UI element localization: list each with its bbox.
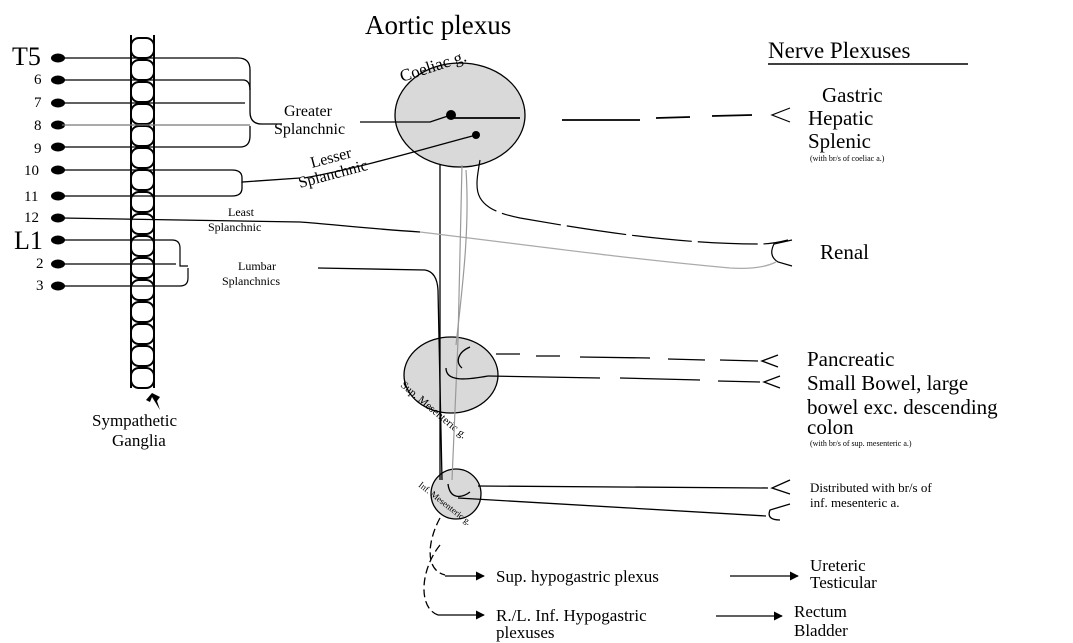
bladder-label: Bladder	[794, 621, 848, 640]
chain-ganglion-segment	[131, 236, 154, 256]
chain-ganglion-segment	[131, 126, 154, 146]
chain-ganglion-segment	[131, 82, 154, 102]
inf-mesenteric-distribution-line1: Distributed with br/s of	[810, 480, 932, 495]
coeliac-artery-note: (with br/s of coeliac a.)	[810, 154, 885, 163]
greater-splanchnic-label-line1: Greater	[284, 103, 333, 120]
target-hepatic: Hepatic	[808, 106, 873, 130]
level-label-9: 9	[34, 141, 42, 157]
sympathetic-chain	[131, 35, 154, 388]
chain-ganglion-segments	[131, 38, 154, 388]
lumbar-splanchnic-label-line2: Splanchnics	[222, 274, 280, 288]
inf-mesenteric-output-lines	[448, 480, 790, 520]
target-renal: Renal	[820, 240, 869, 264]
chain-ganglion-segment	[131, 324, 154, 344]
least-splanchnic-label-line1: Least	[228, 205, 255, 219]
target-gastric: Gastric	[822, 83, 883, 107]
level-label-T5: T5	[12, 42, 41, 71]
sympathetic-ganglia-label-line2: Ganglia	[112, 431, 166, 450]
chain-ganglion-segment	[131, 214, 154, 234]
level-label-2: 2	[36, 256, 44, 272]
testicular-label: Testicular	[810, 573, 877, 592]
lesser-splanchnic-bracket	[62, 170, 300, 196]
level-label-3: 3	[36, 278, 44, 294]
chain-ganglion-segment	[131, 302, 154, 322]
lumbar-splanchnic-label-line1: Lumbar	[238, 259, 276, 273]
level-label-11: 11	[24, 189, 38, 205]
target-small-bowel-line1: Small Bowel, large	[807, 371, 968, 395]
nerve-plexuses-heading: Nerve Plexuses	[768, 38, 968, 64]
chain-ganglion-segment	[131, 192, 154, 212]
least-splanchnic-label-line2: Splanchnic	[208, 220, 261, 234]
target-splenic: Splenic	[808, 129, 871, 153]
inf-hypogastric-label-line2: plexuses	[496, 623, 555, 642]
greater-splanchnic-bracket	[62, 58, 282, 147]
level-label-8: 8	[34, 118, 42, 134]
level-label-12: 12	[24, 210, 39, 226]
chain-ganglion-segment	[131, 368, 154, 388]
lumbar-splanchnic-bracket	[62, 240, 188, 286]
ganglia-pointer-arrow	[146, 393, 160, 410]
least-splanchnic-to-renal	[420, 232, 776, 268]
chain-ganglion-segment	[131, 60, 154, 80]
sup-mesenteric-artery-note: (with br/s of sup. mesenteric a.)	[810, 439, 912, 448]
level-label-L1: L1	[14, 226, 43, 255]
coeliac-to-renal	[477, 160, 788, 244]
target-pancreatic: Pancreatic	[807, 347, 894, 371]
greater-splanchnic-label-line2: Splanchnic	[274, 121, 345, 138]
diagram-title: Aortic plexus	[365, 10, 511, 40]
level-label-7: 7	[34, 95, 42, 111]
spinal-levels	[51, 54, 65, 291]
sup-hypogastric-plexus-label: Sup. hypogastric plexus	[496, 567, 659, 586]
chain-ganglion-segment	[131, 148, 154, 168]
target-small-bowel-line3: colon	[807, 415, 854, 439]
level-label-6: 6	[34, 72, 42, 88]
svg-text:Nerve Plexuses: Nerve Plexuses	[768, 38, 910, 63]
chain-ganglion-segment	[131, 104, 154, 124]
chain-ganglion-segment	[131, 38, 154, 58]
rectum-label: Rectum	[794, 602, 847, 621]
chain-ganglion-segment	[131, 280, 154, 300]
chain-ganglion-segment	[131, 170, 154, 190]
inf-mesenteric-distribution-line2: inf. mesenteric a.	[810, 495, 900, 510]
chain-ganglion-segment	[131, 346, 154, 366]
chain-ganglion-segment	[131, 258, 154, 278]
level-label-10: 10	[24, 163, 39, 179]
sympathetic-ganglia-label-line1: Sympathetic	[92, 411, 177, 430]
